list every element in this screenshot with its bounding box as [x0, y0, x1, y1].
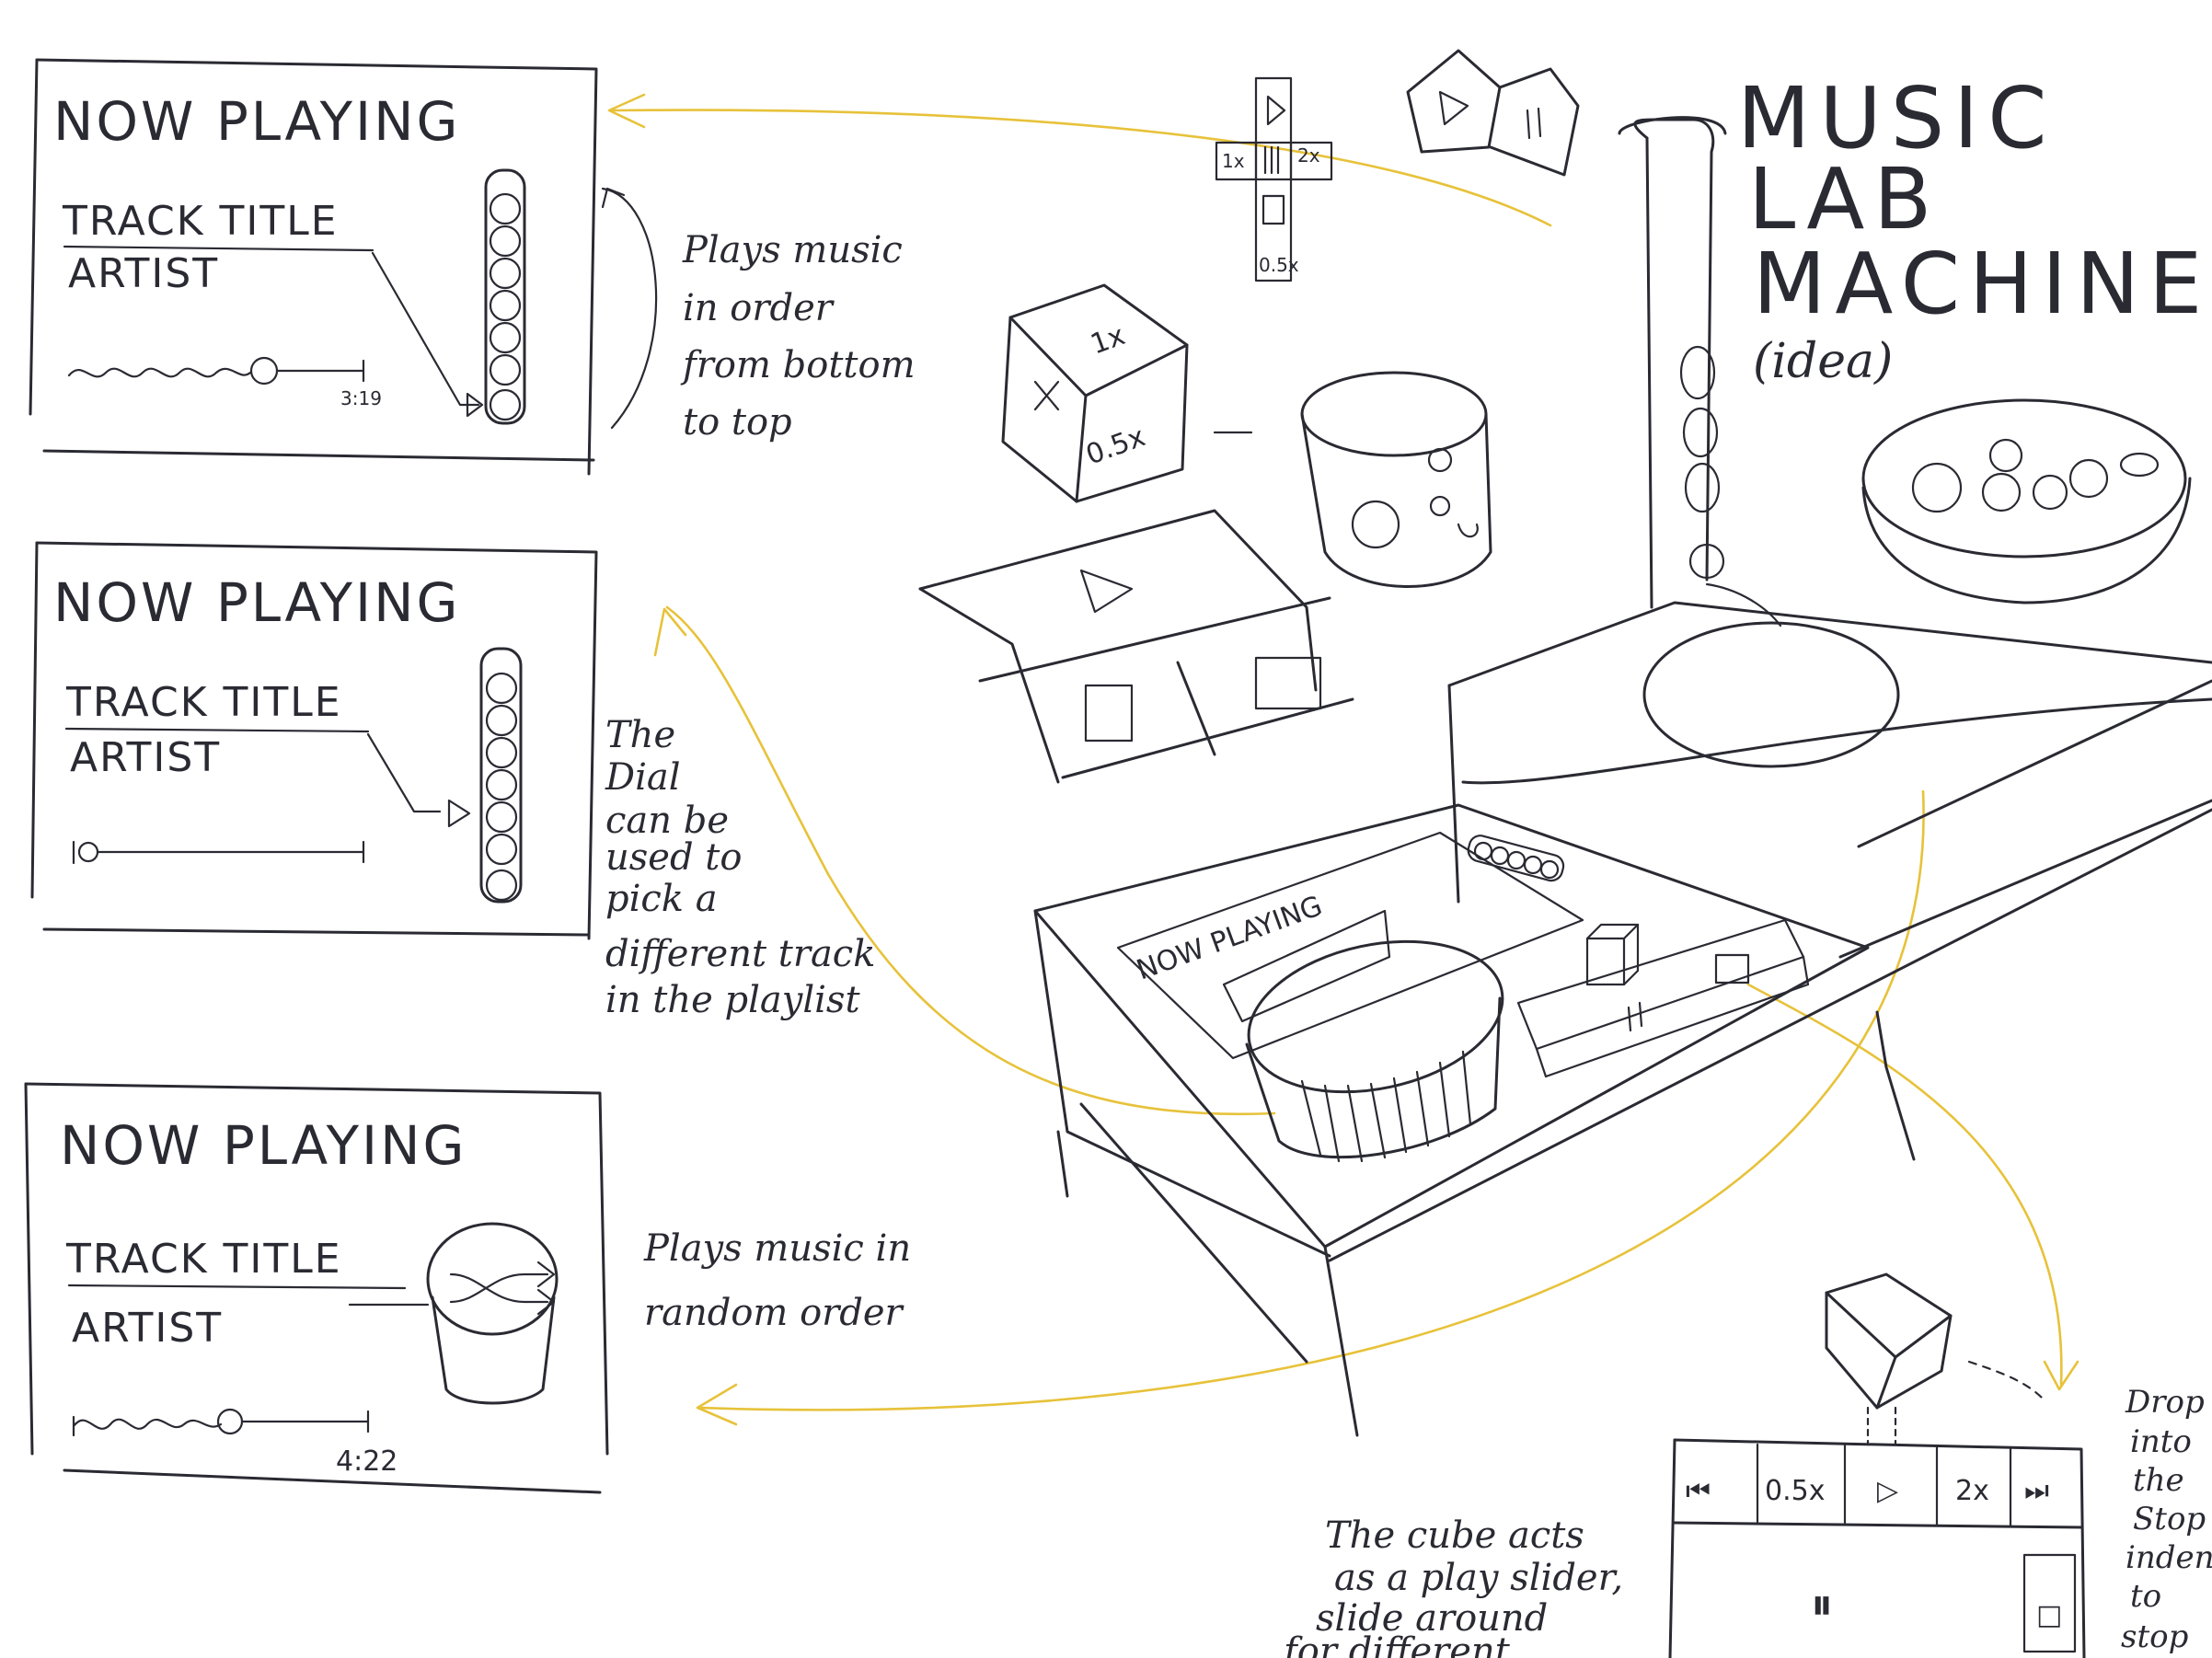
screen-1-time: 3:19 [340, 387, 382, 409]
svg-text:in the playlist: in the playlist [605, 979, 860, 1021]
progress-wave-3 [72, 1415, 223, 1437]
svg-text:The: The [605, 714, 675, 756]
svg-text:Stop: Stop [2133, 1501, 2206, 1537]
cylinder-sketch [1300, 371, 1492, 588]
title-line-4: (idea) [1753, 334, 1893, 389]
svg-text:The cube acts: The cube acts [1325, 1514, 1584, 1557]
panel-double-speed-button[interactable]: 2x [1955, 1475, 1989, 1507]
note-drop: Drop it into the Stop indent to stop [2121, 1384, 2212, 1655]
screen-3-time: 4:22 [336, 1445, 397, 1478]
note-plays-in-order: Plays music in order from bottom to top [680, 229, 916, 443]
svg-text:Dial: Dial [605, 756, 681, 799]
now-playing-screen-1: NOW PLAYING TRACK TITLE ARTIST 3:19 [29, 58, 658, 476]
svg-text:Drop it: Drop it [2125, 1384, 2212, 1421]
svg-text:into: into [2130, 1423, 2192, 1460]
svg-text:Plays music in: Plays music in [643, 1227, 911, 1270]
svg-text:from bottom: from bottom [680, 344, 916, 386]
svg-text:indent: indent [2126, 1539, 2212, 1576]
screen-3-track-title: TRACK TITLE [65, 1236, 342, 1283]
title-line-1: MUSIC [1737, 69, 2056, 167]
svg-text:to: to [2130, 1578, 2161, 1615]
arrow-to-screen-1 [610, 109, 1552, 227]
svg-text:pick a: pick a [605, 878, 718, 920]
svg-text:1x: 1x [1087, 319, 1130, 361]
arrow-head-3 [696, 1383, 738, 1426]
now-playing-screen-3: NOW PLAYING TRACK TITLE ARTIST 4:22 [24, 1082, 609, 1494]
note-dial: The Dial can be used to pick a different… [605, 714, 875, 1021]
panel-next-button[interactable]: ⏭ [2024, 1475, 2049, 1507]
control-panel-perspective-sketch [918, 509, 1354, 784]
machine-dial [1245, 939, 1504, 1163]
svg-text:stop: stop [2121, 1618, 2188, 1655]
svg-text:the: the [2133, 1462, 2184, 1499]
svg-text:to top: to top [683, 401, 792, 443]
bowl-sketch [1861, 398, 2192, 604]
arrow-to-screen-2 [665, 605, 1276, 1116]
svg-text:as a play slider,: as a play slider, [1334, 1557, 1623, 1599]
shuffle-bucket-icon [426, 1222, 559, 1405]
control-strip-sketch: 1x 2x 0.5x [1215, 76, 1333, 282]
bottom-control-panel: ⏮ 0.5x ▷ 2x ⏭ ⏸ □ [1668, 1272, 2086, 1658]
svg-text:for different: for different [1281, 1630, 1511, 1658]
svg-text:1x: 1x [1222, 150, 1245, 172]
panel-half-speed-button[interactable]: 0.5x [1765, 1475, 1825, 1507]
speed-cube-sketch: 1x 0.5x [1001, 283, 1253, 503]
svg-text:slide around: slide around [1316, 1597, 1548, 1640]
svg-text:NOW PLAYING: NOW PLAYING [1133, 890, 1327, 986]
machine-control-panel [1516, 918, 1810, 1078]
panel-play-indent[interactable]: ▷ [1877, 1475, 1898, 1507]
note-cube: The cube acts as a play slider, slide ar… [1281, 1514, 1623, 1658]
panel-stop-indent[interactable]: □ [2036, 1599, 2062, 1631]
screen-3-heading: NOW PLAYING [60, 1114, 467, 1177]
svg-text:used to: used to [605, 836, 742, 879]
playlist-circles-1 [489, 192, 522, 421]
panel-prev-button[interactable]: ⏮ [1686, 1475, 1711, 1507]
machine-screen: NOW PLAYING [1116, 831, 1584, 1060]
play-pause-pieces-sketch [1406, 49, 1580, 177]
screen-1-heading: NOW PLAYING [53, 90, 460, 153]
screen-2-artist: ARTIST [70, 734, 221, 781]
progress-wave-1 [67, 367, 252, 378]
title-block: MUSIC LAB MACHINE (idea) [1737, 69, 2211, 389]
svg-text:Plays music: Plays music [682, 229, 903, 271]
note-random: Plays music in random order [643, 1227, 911, 1334]
arrow-head-2 [653, 607, 687, 657]
screen-3-artist: ARTIST [72, 1305, 223, 1352]
screen-1-artist: ARTIST [68, 250, 219, 297]
title-line-2: LAB [1748, 150, 1941, 248]
screen-2-track-title: TRACK TITLE [65, 679, 342, 726]
screen-2-heading: NOW PLAYING [53, 571, 460, 634]
title-line-3: MACHINE [1753, 235, 2211, 333]
panel-pause-indent[interactable]: ⏸ [1811, 1579, 1833, 1630]
svg-text:0.5x: 0.5x [1082, 420, 1149, 471]
svg-text:different track: different track [605, 933, 875, 975]
screen-1-track-title: TRACK TITLE [62, 198, 339, 245]
svg-text:can be: can be [605, 800, 729, 842]
now-playing-screen-2: NOW PLAYING TRACK TITLE ARTIST [30, 541, 598, 940]
arrow-head-panel [2043, 1360, 2080, 1391]
play-cube-icon [1825, 1272, 2045, 1446]
svg-text:in order: in order [683, 287, 835, 329]
playlist-circles-2 [485, 672, 518, 902]
svg-text:0.5x: 0.5x [1259, 254, 1299, 276]
arrow-to-panel [1746, 983, 2063, 1387]
arrow-to-screen-3 [697, 789, 1925, 1411]
arrow-head-1 [607, 93, 646, 129]
svg-text:2x: 2x [1297, 144, 1320, 167]
svg-text:random order: random order [644, 1292, 905, 1334]
